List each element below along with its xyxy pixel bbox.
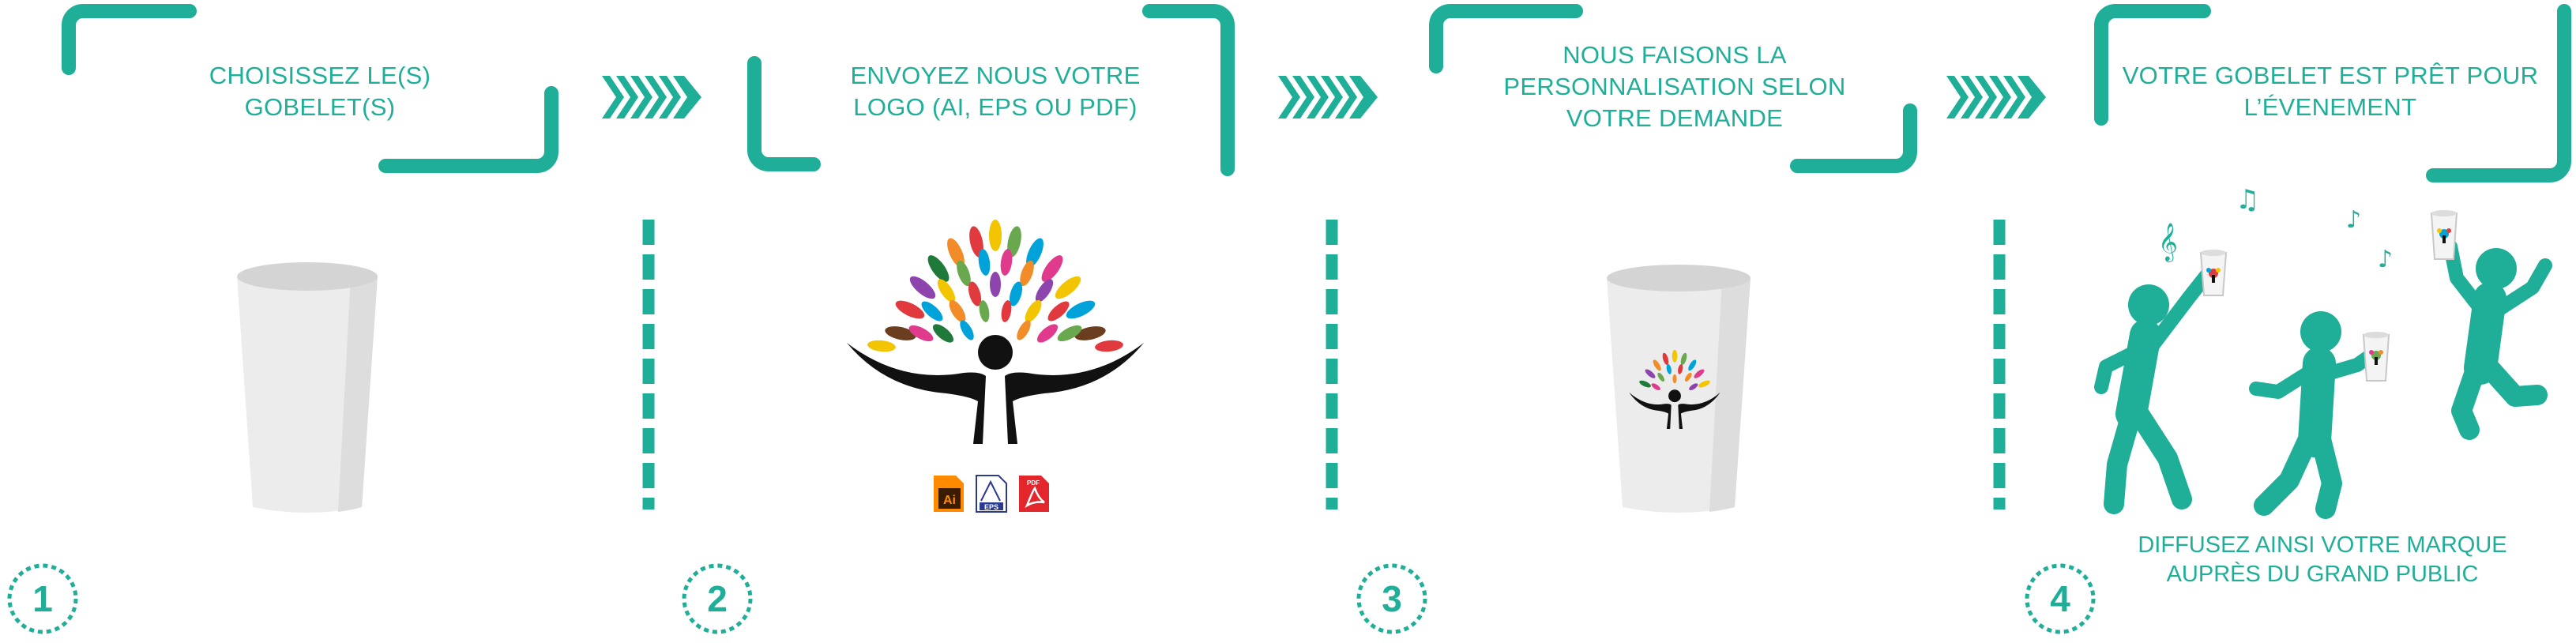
chevron-arrow-icon: [1278, 76, 1378, 118]
eps-file-icon: EPS: [976, 475, 1007, 513]
dashed-circle-icon: [7, 563, 78, 634]
step-3-title-line2: PERSONNALISATION SELON: [1503, 73, 1846, 100]
cup-icon: [1607, 265, 1751, 513]
step-2-number-badge: 2: [679, 561, 755, 637]
step-1-title-line1: CHOISISSEZ LE(S): [209, 62, 431, 89]
chevron-arrow-icon: [602, 76, 701, 118]
step-4-number: 4: [2050, 578, 2070, 619]
step-3-number-badge: 3: [1354, 561, 1430, 637]
step-1-number: 1: [32, 578, 53, 619]
step-4-number-badge: 4: [2022, 561, 2098, 637]
step-2-title-line1: ENVOYEZ NOUS VOTRE: [850, 62, 1141, 89]
dashed-circle-icon: [682, 563, 753, 634]
step-1-title-line2: GOBELET(S): [244, 93, 396, 121]
music-note-icon: ♪: [2378, 246, 2393, 273]
caption-line2: AUPRÈS DU GRAND PUBLIC: [2166, 562, 2479, 587]
step-3-title: NOUS FAISONS LA PERSONNALISATION SELON V…: [1469, 39, 1880, 134]
step-4-title: VOTRE GOBELET EST PRÊT POUR L’ÉVENEMENT: [2117, 60, 2544, 123]
music-note-icon: 𝄞: [2158, 222, 2178, 262]
step-2-title: ENVOYEZ NOUS VOTRE LOGO (AI, EPS OU PDF): [806, 60, 1185, 123]
step-2-title-line2: LOGO (AI, EPS OU PDF): [853, 93, 1138, 121]
cup-icon: [237, 262, 378, 513]
dashed-circle-icon: [1356, 563, 1427, 634]
pdf-file-icon: PDF: [1019, 476, 1049, 512]
step-1-title: CHOISISSEZ LE(S) GOBELET(S): [158, 60, 482, 123]
cup-icon: [2199, 250, 2228, 296]
dancing-person-icon: [2249, 311, 2380, 519]
chevron-arrow-icon: [1946, 76, 2046, 118]
step-3-title-line3: VOTRE DEMANDE: [1566, 104, 1784, 132]
dancing-people-illustration: 𝄞 ♫ ♪ ♪: [2094, 184, 2552, 519]
cup-icon: [2430, 210, 2458, 260]
music-note-icon: ♪: [2346, 206, 2361, 234]
ai-file-icon: Ai: [934, 476, 964, 512]
pdf-file-label: PDF: [1027, 479, 1040, 487]
ai-file-label: Ai: [943, 494, 956, 507]
tree-logo-icon: [847, 220, 1144, 444]
dancing-person-icon: [2094, 261, 2219, 514]
step-2-number: 2: [707, 578, 728, 619]
step-4-title-line1: VOTRE GOBELET EST PRÊT POUR: [2122, 62, 2539, 89]
dashed-circle-icon: [2025, 563, 2096, 634]
eps-file-label: EPS: [984, 503, 998, 511]
cup-icon: [2362, 332, 2390, 382]
step-4-caption: DIFFUSEZ AINSI VOTRE MARQUE AUPRÈS DU GR…: [2101, 531, 2544, 589]
step-1-number-badge: 1: [5, 561, 81, 637]
music-note-icon: ♫: [2236, 184, 2259, 216]
caption-line1: DIFFUSEZ AINSI VOTRE MARQUE: [2138, 532, 2507, 558]
step-3-title-line1: NOUS FAISONS LA: [1563, 41, 1787, 69]
step-4-title-line2: L’ÉVENEMENT: [2243, 93, 2417, 121]
dancing-person-icon: [2443, 239, 2552, 440]
step-3-number: 3: [1382, 578, 1402, 619]
tree-logo-icon: [1629, 349, 1720, 429]
